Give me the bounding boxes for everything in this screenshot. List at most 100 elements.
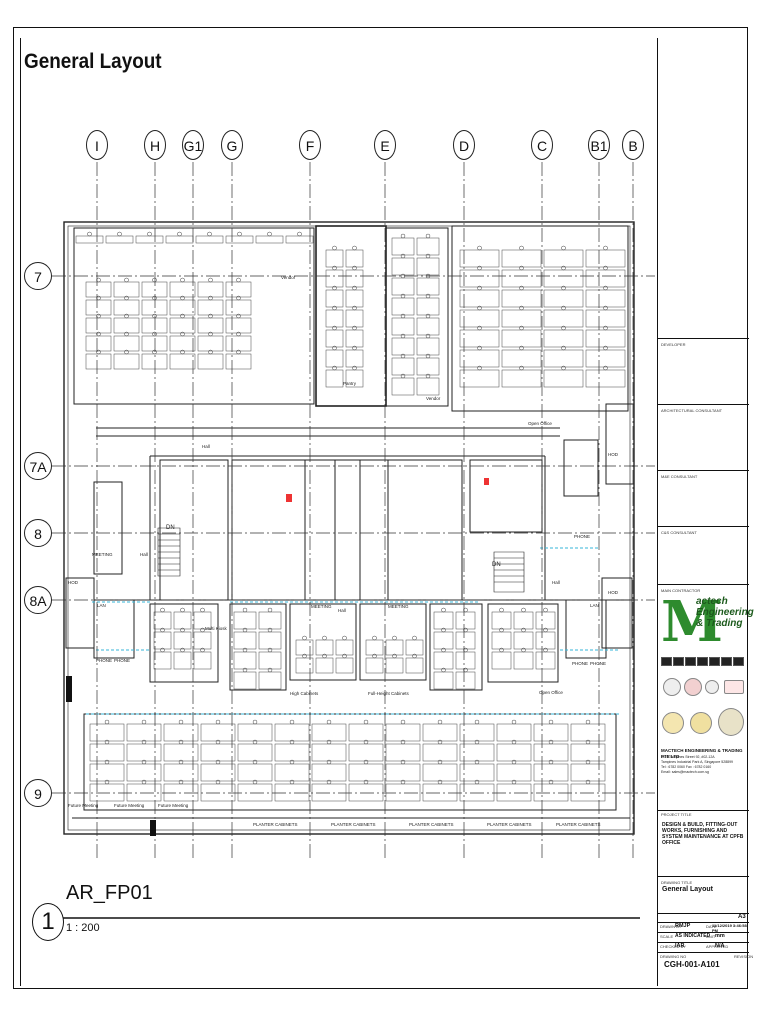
planter-cabinets-label-1: PLANTER CABINETS: [253, 822, 298, 827]
grid-row-bubble: 7: [24, 262, 52, 290]
planter-cabinets-label-3: PLANTER CABINETS: [409, 822, 454, 827]
unit-label: UNIT: [706, 934, 716, 939]
grid-row-bubble: 9: [24, 779, 52, 807]
hod-label-right-low: HOD: [608, 590, 618, 595]
award-badge-icon: [718, 708, 744, 736]
mactech-logo-text: actech Engineering & Trading: [696, 596, 754, 629]
grid-column-bubble: E: [374, 130, 396, 160]
meeting-label-left: MEETING: [92, 552, 113, 557]
phone-label-2: PHONE: [114, 658, 131, 663]
award-badge-icon: [684, 678, 702, 696]
meeting-label-1: MEETING: [311, 604, 332, 609]
checked-label: CHECKED BY: [660, 944, 687, 949]
project-title: DESIGN & BUILD, FITTING-OUT WORKS, FURNI…: [662, 822, 744, 846]
grid-row-bubble: 8: [24, 519, 52, 547]
hall-label-right: Hall: [552, 580, 560, 585]
grid-column-bubble: D: [453, 130, 475, 160]
title-block: DEVELOPER ARCHITECTURAL CONSULTANT M&E C…: [657, 38, 753, 986]
grid-column-bubble: H: [144, 130, 166, 160]
company-address-2: Tampines Industrial Park A, Singapore 52…: [661, 760, 733, 764]
drawing-title: General Layout: [662, 886, 713, 893]
open-office-label-bottom: Open Office: [539, 690, 563, 695]
award-badge-icon: [690, 712, 712, 734]
drawing-area: [20, 38, 657, 986]
meeting-label-2: MEETING: [388, 604, 409, 609]
revision-label: REVISION: [734, 954, 754, 959]
certification-icon: [673, 657, 684, 666]
phone-label-3: PHONE: [572, 661, 589, 666]
view-scale: 1 : 200: [66, 922, 100, 934]
hall-label-top: Hall: [202, 444, 210, 449]
grid-column-bubble: B: [622, 130, 644, 160]
hod-label-left: HOD: [68, 580, 78, 585]
checked: IAR: [675, 943, 685, 949]
vendor-label: Vendor: [281, 275, 296, 280]
grid-column-bubble: F: [299, 130, 321, 160]
sheet-size: A3: [738, 914, 746, 920]
planter-cabinets-label-4: PLANTER CABINETS: [487, 822, 532, 827]
high-cabinets-label: High Cabinets: [290, 691, 319, 696]
certification-icon: [733, 657, 744, 666]
dn-label-right: DN: [492, 562, 501, 568]
grid-column-bubble: I: [86, 130, 108, 160]
developer-label: DEVELOPER: [661, 342, 686, 347]
cs-label: C&S CONSULTANT: [661, 530, 697, 535]
drawing-no: CGH-001-A101: [664, 960, 720, 969]
drawing-no-label: DRAWING NO: [660, 954, 687, 959]
multi-kiosk-label: Multi Kiosk: [205, 626, 227, 631]
scale-label: SCALE: [660, 934, 674, 939]
grid-column-bubble: C: [531, 130, 553, 160]
certification-icon: [685, 657, 696, 666]
lan-label-right: LAN: [590, 603, 599, 608]
planter-cabinets-label-5: PLANTER CABINETS: [556, 822, 601, 827]
drawn-by-label: DRAWN BY: [660, 924, 682, 929]
future-meeting-label-1: Future Meeting: [68, 803, 99, 808]
award-badge-icon: [663, 678, 681, 696]
grid-column-bubble: G1: [182, 130, 204, 160]
certification-icon: [661, 657, 672, 666]
award-badge-icon: [705, 680, 719, 694]
view-number-bubble: 1: [32, 903, 64, 941]
date: 11/12/2019 3:46:58 PM: [712, 923, 747, 933]
grid-column-bubble: B1: [588, 130, 610, 160]
hall-label-mid: Hall: [338, 608, 346, 613]
approved: N/A: [715, 943, 725, 949]
drawn-by: RMJP: [675, 923, 691, 929]
award-badge-icon: [724, 680, 744, 694]
project-title-label: PROJECT TITLE: [661, 812, 692, 817]
open-office-label-top: Open Office: [528, 421, 552, 426]
future-meeting-label-3: Future Meeting: [158, 803, 189, 808]
date-label: DATE: [706, 924, 717, 929]
company-address-1: No.6 Tampines Street 92, #02-12A: [661, 755, 715, 759]
unit: mm: [715, 933, 725, 939]
phone-label-1: PHONE: [96, 658, 113, 663]
drawing-sheet: [13, 27, 748, 989]
hod-label-right: HOD: [608, 452, 618, 457]
certification-icon: [697, 657, 708, 666]
architect-label: ARCHITECTURAL CONSULTANT: [661, 408, 723, 413]
drawing-title-label: DRAWING TITLE: [661, 880, 693, 885]
pantry-label: Pantry: [343, 381, 357, 386]
dn-label-left: DN: [166, 525, 175, 531]
mactech-logo-icon: M: [661, 589, 723, 655]
hall-label-left: Hall: [140, 552, 148, 557]
view-title: AR_FP01: [66, 882, 153, 904]
grid-row-bubble: 8A: [24, 586, 52, 614]
award-badge-icon: [662, 712, 684, 734]
vendor-label-right: Vendor: [426, 396, 441, 401]
grid-column-bubble: G: [221, 130, 243, 160]
company-email: Email: sales@mactech.com.sg: [661, 770, 709, 774]
phone-label-5: PHONE: [574, 534, 591, 539]
scale: AS INDICATED: [675, 933, 711, 939]
main-contractor-label: MAIN CONTRACTOR: [661, 588, 701, 593]
full-height-cabinets-label: Full-Height Cabinets: [368, 691, 409, 696]
certification-icon: [721, 657, 732, 666]
mne-label: M&E CONSULTANT: [661, 474, 698, 479]
grid-row-bubble: 7A: [24, 452, 52, 480]
phone-label-4: PHONE: [590, 661, 607, 666]
approved-label: APPROVED: [706, 944, 729, 949]
planter-cabinets-label-2: PLANTER CABINETS: [331, 822, 376, 827]
company-name: MACTECH ENGINEERING & TRADING PTE LTD: [661, 748, 743, 759]
company-tel: Tel : 6782 0060 Fax : 6782 0160: [661, 765, 712, 769]
